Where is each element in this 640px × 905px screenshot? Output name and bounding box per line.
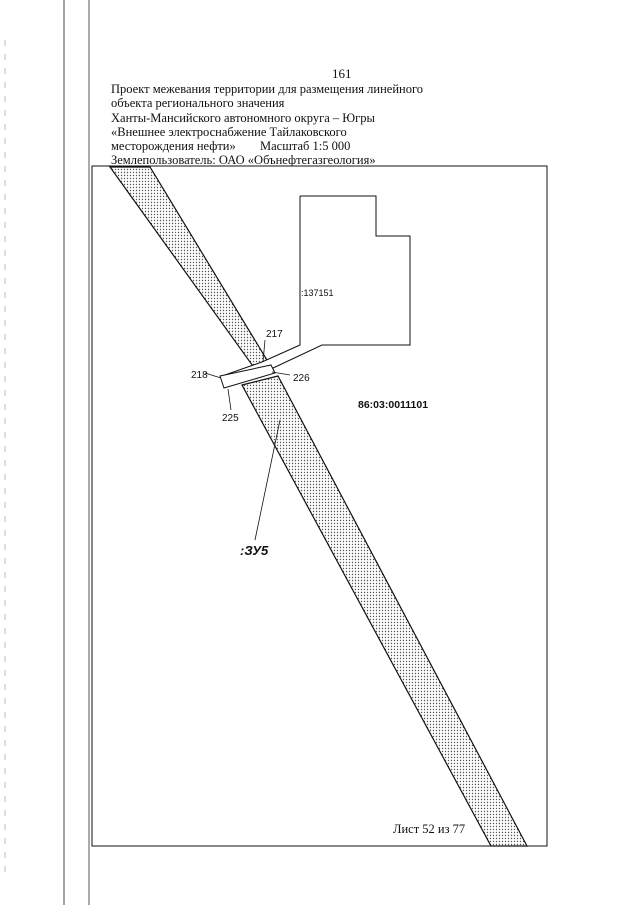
cadastral-block-label: 86:03:0011101 — [358, 399, 428, 411]
header-scale-line: месторождения нефти» Масштаб 1:5 000 — [111, 139, 350, 153]
point-label-226: 226 — [293, 373, 310, 384]
parcel-outline — [221, 195, 411, 383]
leader-line-225 — [227, 388, 232, 411]
point-label-218: 218 — [191, 370, 208, 381]
access-road — [219, 364, 276, 389]
point-label-217: 217 — [266, 329, 283, 340]
header-object-line: «Внешнее электроснабжение Тайлаковского — [111, 125, 347, 139]
page-number: 161 — [332, 66, 352, 81]
header-title-line1: Проект межевания территории для размещен… — [111, 82, 424, 96]
sheet-number-label: Лист 52 из 77 — [393, 822, 466, 836]
zone-label: :ЗУ5 — [240, 543, 269, 558]
leader-line-217 — [262, 339, 266, 363]
point-label-225: 225 — [222, 413, 239, 424]
header-land-user-line: Землепользователь: ОАО «Обънефтегазгеоло… — [111, 153, 376, 167]
map-frame — [91, 165, 548, 847]
header-region-line: Ханты-Мансийского автономного округа – Ю… — [111, 111, 375, 125]
leader-line-218 — [204, 372, 222, 379]
parcel-number-label: :137151 — [301, 288, 334, 298]
header-title-line2: объекта регионального значения — [111, 96, 285, 110]
corridor-strip-upper — [108, 166, 274, 377]
header-field-name: месторождения нефти» — [111, 139, 236, 153]
scale-label: Масштаб 1:5 000 — [260, 139, 351, 153]
corridor-strip-lower — [241, 375, 528, 847]
leader-line-226 — [271, 371, 291, 376]
leader-line-zone — [254, 419, 281, 541]
